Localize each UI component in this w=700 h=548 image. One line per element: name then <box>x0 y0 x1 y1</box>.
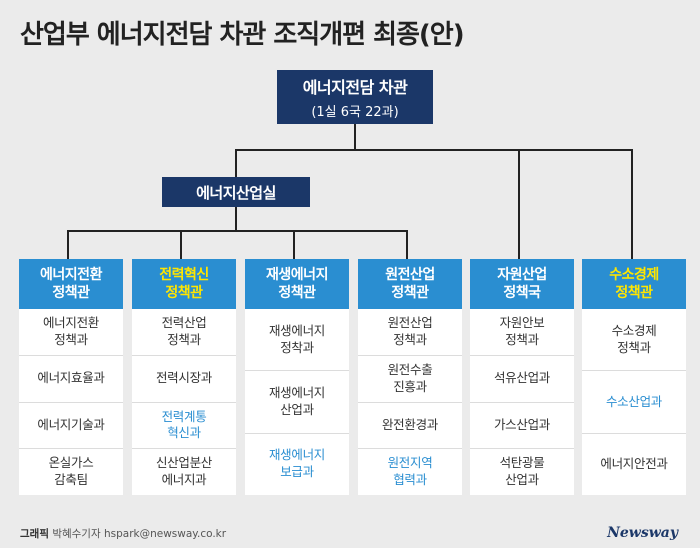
connector-col3-vertical <box>293 230 295 259</box>
connector-office-vertical <box>235 149 237 177</box>
division-item: 재생에너지 산업과 <box>245 371 349 434</box>
bureau-type: 정책관 <box>52 285 90 301</box>
connector-top-horizontal <box>235 149 632 151</box>
credit-label: 그래픽 <box>20 527 49 540</box>
division-item: 석유산업과 <box>470 356 574 403</box>
division-item: 원전산업 정책과 <box>358 309 462 356</box>
credit-text: 박혜수기자 hspark@newsway.co.kr <box>52 527 227 540</box>
division-item: 원전지역 협력과 <box>387 455 433 488</box>
connector-col2-vertical <box>180 230 182 259</box>
connector-resource-vertical <box>518 149 520 259</box>
newsway-logo: Newsway <box>607 525 678 541</box>
division-item: 전력산업 정책과 <box>132 309 236 356</box>
division-item: 수소경제 정책과 <box>582 309 686 372</box>
bureau-type: 정책국 <box>503 285 541 301</box>
bureau-type: 정책관 <box>615 285 653 301</box>
energy-industry-office-box: 에너지산업실 <box>162 177 310 207</box>
connector-top-vertical <box>354 124 356 150</box>
division-item: 전력시장과 <box>132 356 236 403</box>
page-title: 산업부 에너지전담 차관 조직개편 최종(안) <box>20 20 465 50</box>
vice-minister-summary: (1실 6국 22과) <box>311 105 399 120</box>
connector-hydrogen-vertical <box>631 149 633 259</box>
connector-col4-vertical <box>406 230 408 259</box>
vice-minister-box: 에너지전담 차관 (1실 6국 22과) <box>277 70 433 124</box>
bureau-type: 정책관 <box>391 285 429 301</box>
division-item: 석탄광물 산업과 <box>499 455 545 488</box>
bureau-name: 전력혁신 <box>159 266 209 283</box>
vice-minister-title: 에너지전담 차관 <box>302 78 408 97</box>
connector-col1-vertical <box>67 230 69 259</box>
division-item: 에너지안전과 <box>600 455 668 471</box>
bureau-type: 정책관 <box>165 285 203 301</box>
division-item: 신산업분산 에너지과 <box>155 455 212 488</box>
division-item: 에너지기술과 <box>19 403 123 450</box>
division-item: 완전환경과 <box>358 403 462 450</box>
bureau-name: 원전산업 <box>385 266 435 283</box>
connector-office-horizontal <box>67 230 407 232</box>
division-item: 가스산업과 <box>470 403 574 450</box>
bureau-name: 재생에너지 <box>266 266 328 283</box>
division-item: 재생에너지 정착과 <box>245 309 349 372</box>
bureau-type: 정책관 <box>278 285 316 301</box>
footer: 그래픽 박혜수기자 hspark@newsway.co.kr Newsway <box>0 518 700 548</box>
bureau-name: 수소경제 <box>609 266 659 283</box>
division-item: 자원안보 정책과 <box>470 309 574 356</box>
division-item: 온실가스 감축팀 <box>48 455 94 488</box>
connector-office-down <box>235 207 237 231</box>
graphic-credit: 그래픽 박혜수기자 hspark@newsway.co.kr <box>20 526 226 541</box>
bureau-name: 자원산업 <box>497 266 547 283</box>
division-item: 에너지효율과 <box>19 356 123 403</box>
division-item: 재생에너지 보급과 <box>268 447 325 480</box>
division-item: 수소산업과 <box>582 371 686 434</box>
division-item: 에너지전환 정책과 <box>19 309 123 356</box>
division-item: 전력계통 혁신과 <box>132 403 236 450</box>
division-item: 원전수출 진흥과 <box>358 356 462 403</box>
bureau-name: 에너지전환 <box>40 266 102 283</box>
